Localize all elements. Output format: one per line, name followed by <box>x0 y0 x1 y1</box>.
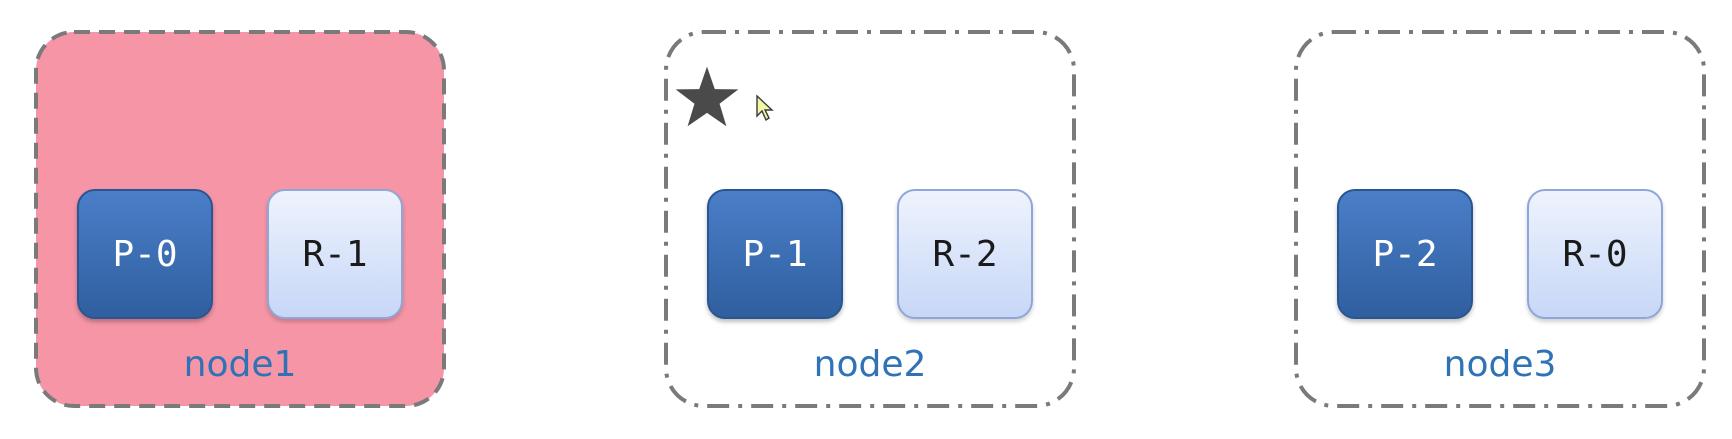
replica-shard-r2: R-2 <box>897 189 1033 319</box>
replica-shard-r1: R-1 <box>267 189 403 319</box>
primary-shard-p0: P-0 <box>77 189 213 319</box>
node-1-label: node1 <box>183 344 297 385</box>
node-3-frame <box>1294 30 1706 408</box>
node-1: P-0 R-1 node1 <box>32 28 448 410</box>
mouse-cursor-icon <box>756 94 774 122</box>
node-2: P-1 R-2 node2 <box>662 28 1078 410</box>
primary-shard-p1: P-1 <box>707 189 843 319</box>
star-icon <box>675 66 739 127</box>
node-2-frame <box>664 30 1076 408</box>
node-3: P-2 R-0 node3 <box>1292 28 1708 410</box>
replica-shard-r0: R-0 <box>1527 189 1663 319</box>
node-2-label: node2 <box>813 344 927 385</box>
primary-shard-p2: P-2 <box>1337 189 1473 319</box>
node-3-label: node3 <box>1443 344 1557 385</box>
